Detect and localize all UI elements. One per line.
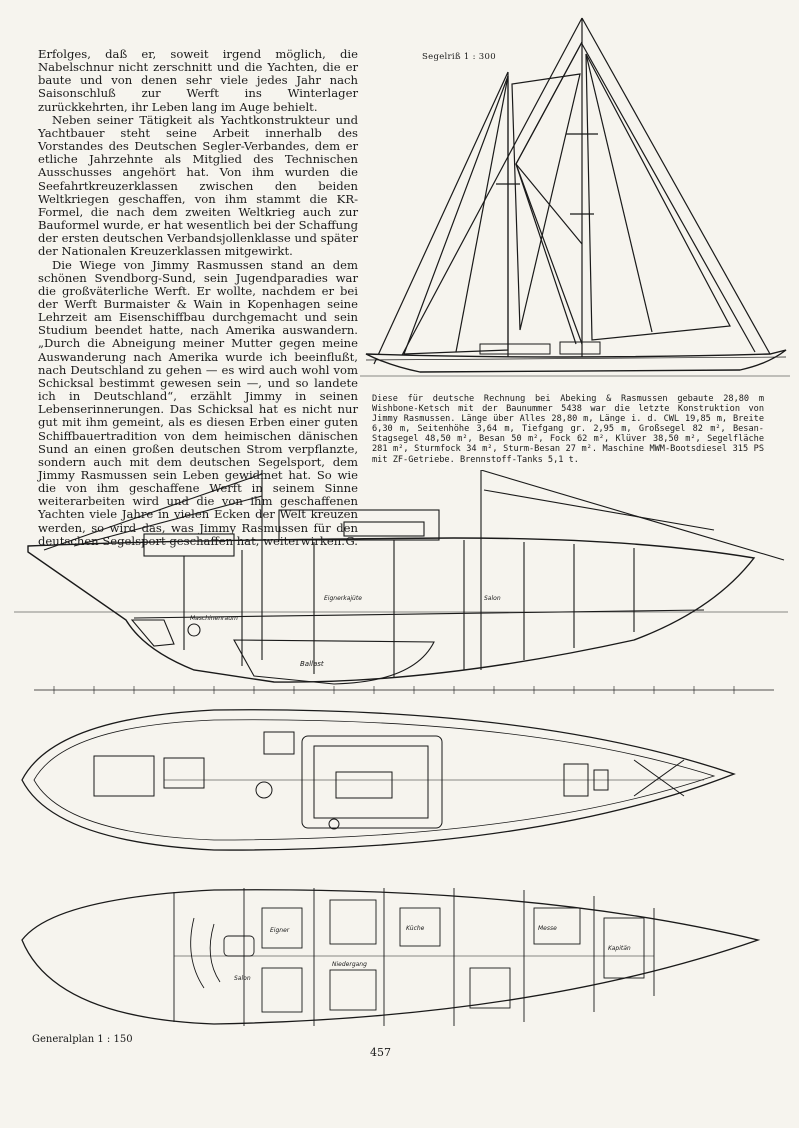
paragraph-1: Erfolges, daß er, soweit irgend möglich,… <box>38 47 358 114</box>
profile-label-salon: Salon <box>484 595 501 602</box>
accommodation-plan-drawing: Eigner Salon Niedergang Küche Messe Kapi… <box>21 888 761 1026</box>
plan-label-companionway: Niedergang <box>332 961 367 968</box>
profile-section-drawing: Ballast Maschinenraum Eignerkajüte Salon <box>14 470 788 694</box>
article-text-column: Erfolges, daß er, soweit irgend möglich,… <box>38 47 358 548</box>
sail-plan-caption: Diese für deutsche Rechnung bei Abeking … <box>372 394 764 465</box>
paragraph-3: Die Wiege von Jimmy Rasmussen stand an d… <box>38 257 358 548</box>
sail-plan-hull <box>360 341 790 377</box>
plan-label-captain: Kapitän <box>608 945 631 952</box>
general-plan-label: Generalplan 1 : 150 <box>32 1034 133 1045</box>
deck-plan-drawing <box>21 709 736 851</box>
plan-label-mess: Messe <box>538 925 557 932</box>
profile-label-engine: Maschinenraum <box>190 615 238 622</box>
profile-label-ballast: Ballast <box>300 660 324 668</box>
plan-label-owner: Eigner <box>270 927 290 934</box>
page-number: 457 <box>370 1046 391 1059</box>
paragraph-2: Neben seiner Tätigkeit als Yachtkonstruk… <box>38 112 358 259</box>
plan-label-salon: Salon <box>234 975 251 982</box>
sail-plan-drawing <box>360 17 790 377</box>
author-signature: G. <box>345 533 358 548</box>
plan-label-galley: Küche <box>406 925 425 932</box>
profile-label-owner: Eignerkajüte <box>324 595 362 602</box>
sail-plan-label: Segelriß 1 : 300 <box>422 52 496 62</box>
